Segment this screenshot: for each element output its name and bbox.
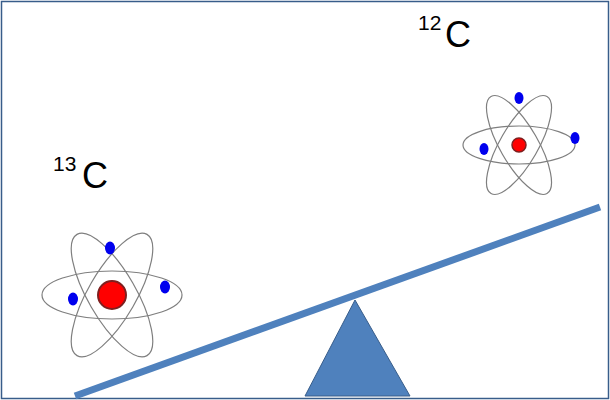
carbon-13-atom xyxy=(42,222,182,367)
element-symbol: C xyxy=(82,158,108,194)
mass-number: 13 xyxy=(53,153,76,174)
carbon-12-atom xyxy=(463,87,580,203)
seesaw-beam xyxy=(75,207,600,396)
element-symbol: C xyxy=(445,17,471,53)
mass-number: 12 xyxy=(418,12,441,33)
fulcrum xyxy=(305,300,410,396)
